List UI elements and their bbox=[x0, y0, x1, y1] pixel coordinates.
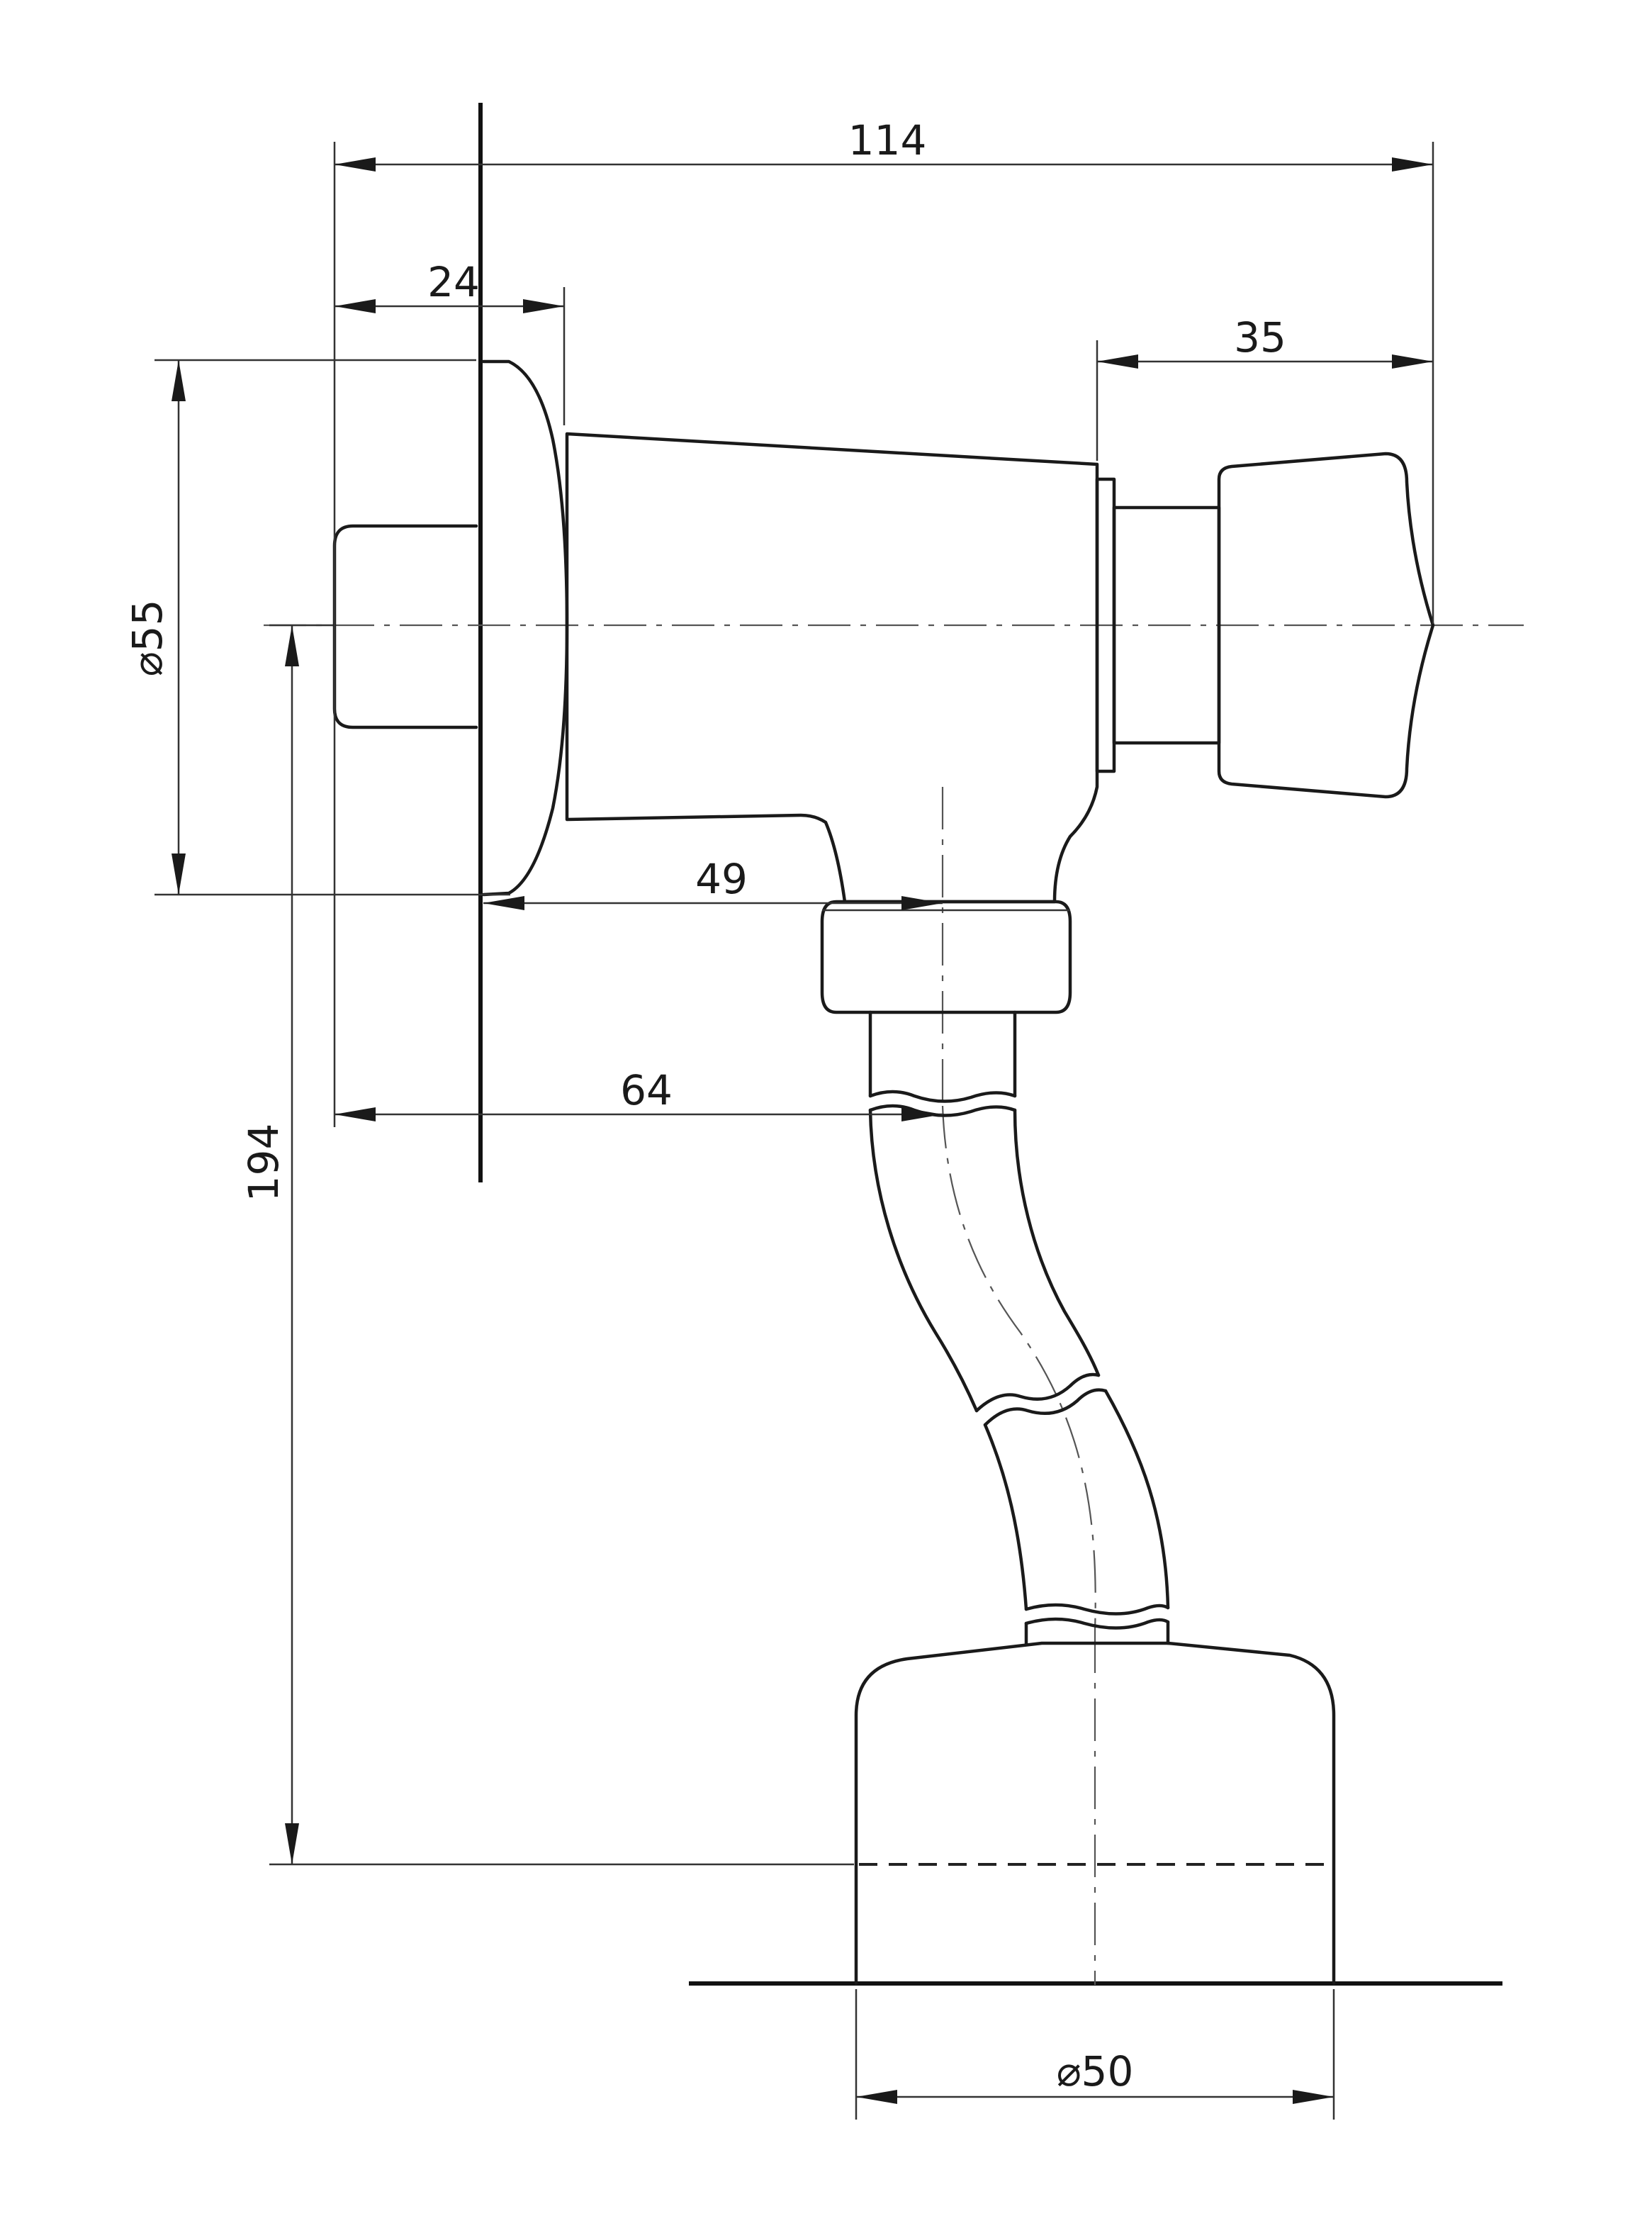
pipe-break-2 bbox=[974, 1372, 1101, 1413]
dim-label-49: 49 bbox=[695, 855, 748, 903]
pipe-break-1b bbox=[868, 1104, 1017, 1117]
arrow bbox=[1097, 354, 1138, 369]
arrow bbox=[901, 1107, 943, 1121]
arrow bbox=[335, 157, 376, 172]
pipe-curve-upper-r bbox=[1013, 1108, 1101, 1377]
wall-rosette bbox=[481, 359, 569, 897]
pipe-curve-lower-r bbox=[1103, 1389, 1170, 1610]
arrow bbox=[523, 299, 564, 313]
dim-label-114: 114 bbox=[848, 116, 927, 164]
centerline-pipe bbox=[941, 1105, 1096, 1631]
base-pipe-stub bbox=[1024, 1620, 1170, 1645]
pipe-break-1 bbox=[868, 1090, 1017, 1103]
pipe-break-3b bbox=[1024, 1617, 1170, 1630]
dim-label-64: 64 bbox=[620, 1066, 673, 1114]
pipe-break-2b bbox=[983, 1388, 1108, 1427]
arrow bbox=[1392, 354, 1433, 369]
dim-label-50: ⌀50 bbox=[1057, 2047, 1134, 2095]
arrow bbox=[483, 896, 524, 910]
arrow bbox=[172, 854, 186, 895]
arrow bbox=[172, 360, 186, 401]
arrow bbox=[335, 299, 376, 313]
rear-stub bbox=[332, 524, 478, 729]
dim-label-35: 35 bbox=[1234, 313, 1286, 362]
arrow bbox=[285, 625, 299, 666]
pipe-curve-lower bbox=[983, 1423, 1028, 1611]
dim-label-55: ⌀55 bbox=[123, 600, 172, 677]
pipe-curve-upper bbox=[868, 1108, 979, 1413]
arrow bbox=[335, 1107, 376, 1121]
outlet-pipe bbox=[868, 1010, 1017, 1098]
push-handle bbox=[1217, 452, 1435, 799]
arrow bbox=[285, 1823, 299, 1864]
arrow bbox=[856, 2090, 897, 2104]
base-housing bbox=[854, 1641, 1336, 1986]
arrow bbox=[901, 896, 943, 910]
outlet-nut bbox=[820, 900, 1072, 1014]
dim-label-24: 24 bbox=[427, 258, 480, 306]
dim-label-194: 194 bbox=[240, 1124, 288, 1202]
valve-body bbox=[565, 432, 1099, 904]
arrow bbox=[1392, 157, 1433, 172]
pipe-break-3 bbox=[1024, 1603, 1170, 1616]
arrow bbox=[1293, 2090, 1334, 2104]
